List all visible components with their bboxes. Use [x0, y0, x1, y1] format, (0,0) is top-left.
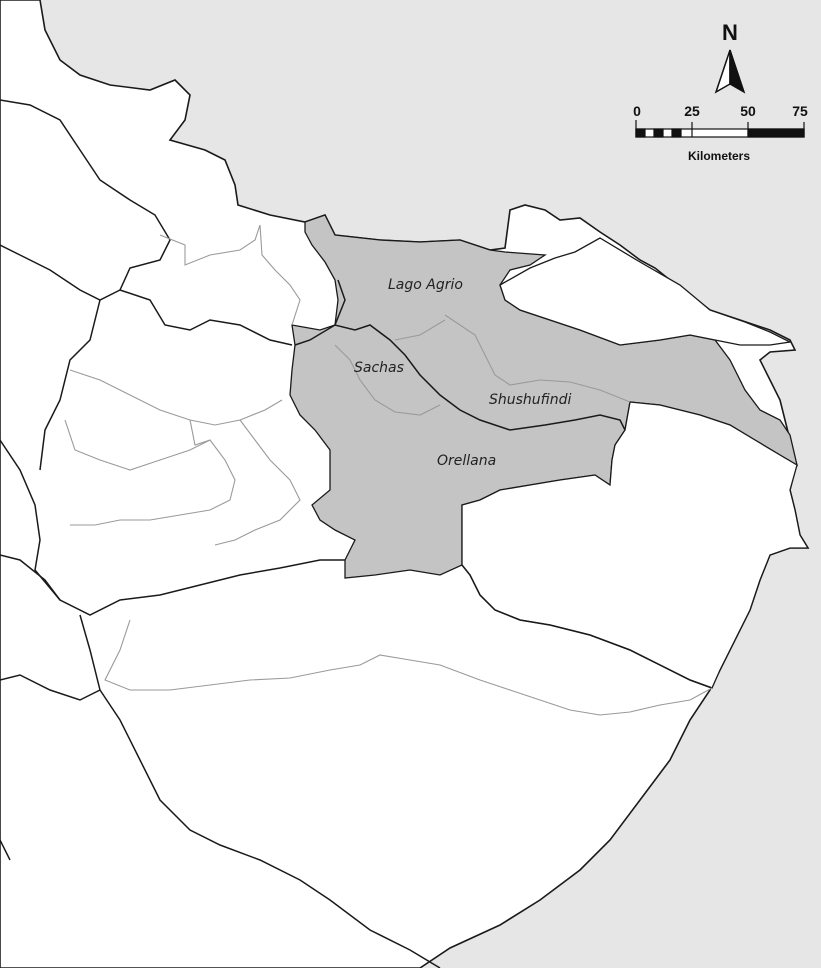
- scale-tick-label: 0: [633, 103, 641, 119]
- north-arrow-icon: [714, 49, 746, 94]
- northeast-white-area: [499, 237, 793, 346]
- scale-tick-label: 75: [792, 103, 808, 119]
- scale-unit-label: Kilometers: [687, 149, 751, 163]
- scale-tick-label: 50: [740, 103, 756, 119]
- region-label-orellana: Orellana: [437, 453, 497, 469]
- scale-bar-graphic: [635, 120, 805, 138]
- region-label-shushufindi: Shushufindi: [489, 392, 572, 408]
- scale-tick-label: 25: [684, 103, 700, 119]
- major-borders: [0, 99, 713, 968]
- region-label-lago-agrio: Lago Agrio: [388, 277, 463, 293]
- minor-borders: [64, 224, 713, 716]
- region-label-sachas: Sachas: [354, 360, 404, 376]
- north-label: N: [722, 20, 738, 45]
